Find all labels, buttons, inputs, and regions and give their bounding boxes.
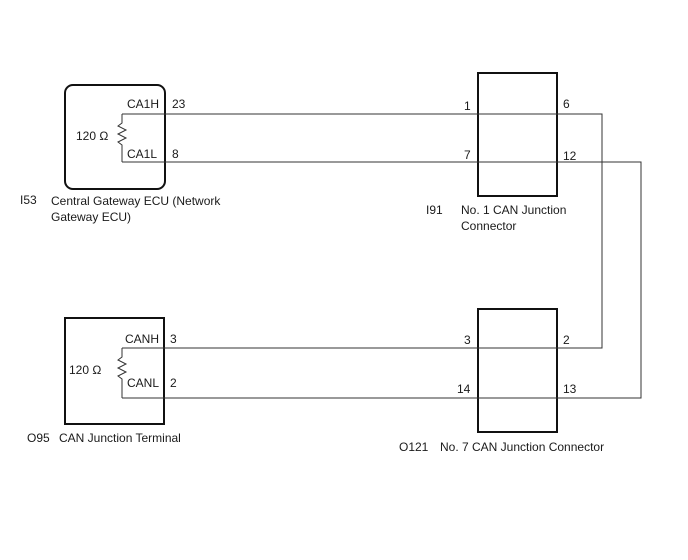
ecu-resistor-symbol [116,114,128,162]
junction1-name-line1: No. 1 CAN Junction [461,203,566,217]
wire-can-high-ecu-to-junction1 [122,113,603,349]
junction1-pin-right-top: 6 [563,97,570,111]
junction7-pin-left-top: 3 [464,333,471,347]
terminal-pin-high-label: CANH [125,332,159,346]
ecu-id: I53 [20,193,37,207]
ecu-name-line2: Gateway ECU) [51,210,131,224]
ecu-pin-high-label: CA1H [127,97,159,111]
terminal-pin-low-label: CANL [127,376,159,390]
ecu-name-line1: Central Gateway ECU (Network [51,194,221,208]
ecu-resistor-value: 120 Ω [76,129,108,143]
junction7-pin-right-top: 2 [563,333,570,347]
junction1-pin-right-bottom: 12 [563,149,577,163]
terminal-name: CAN Junction Terminal [59,431,181,445]
junction1-id: I91 [426,203,443,217]
junction1-pin-left-bottom: 7 [464,148,471,162]
ecu-pin-low-label: CA1L [127,147,157,161]
terminal-pin-high-number: 3 [170,332,177,346]
junction7-pin-right-bottom: 13 [563,382,577,396]
junction1-box [477,72,558,197]
ecu-pin-high-number: 23 [172,97,186,111]
wire-can-low-ecu-to-junction1 [122,161,642,399]
junction7-id: O121 [399,440,429,454]
junction7-name: No. 7 CAN Junction Connector [440,440,604,454]
terminal-resistor-value: 120 Ω [69,363,101,377]
ecu-pin-low-number: 8 [172,147,179,161]
terminal-box [64,317,165,425]
junction1-pin-left-top: 1 [464,99,471,113]
terminal-id: O95 [27,431,50,445]
terminal-resistor-symbol [116,348,128,398]
terminal-pin-low-number: 2 [170,376,177,390]
junction7-pin-left-bottom: 14 [457,382,471,396]
ecu-box [64,84,166,190]
junction1-name-line2: Connector [461,219,516,233]
junction7-box [477,308,558,433]
